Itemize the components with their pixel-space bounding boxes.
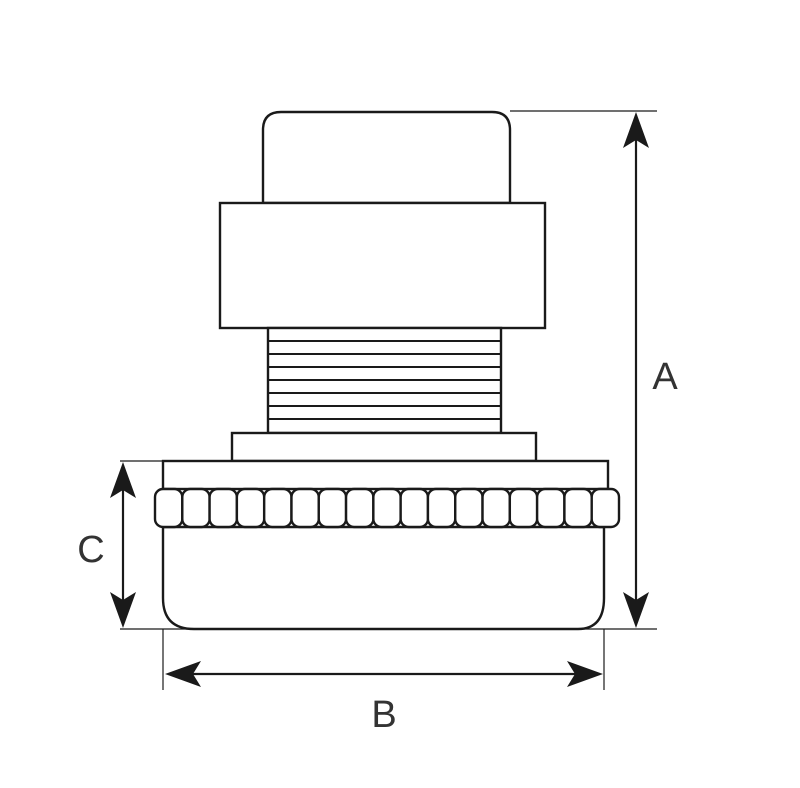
arrow-up-icon — [110, 462, 136, 498]
knurl-segment — [290, 487, 320, 529]
top-cap — [261, 110, 512, 205]
arrow-up-icon — [623, 112, 649, 148]
dimension-a: A — [623, 112, 678, 628]
dimension-a-label: A — [652, 356, 678, 398]
knurl-segment — [344, 487, 375, 529]
knurl-segment — [399, 487, 430, 529]
knurled-band — [153, 487, 621, 529]
knurl-segment — [153, 487, 184, 529]
knurl-segment — [372, 487, 402, 529]
hex-nut-body — [218, 201, 547, 330]
knurl-segment — [208, 487, 239, 529]
knurl-segment — [563, 487, 593, 529]
base-ring — [161, 459, 610, 491]
arrow-left-icon — [165, 661, 201, 687]
arrow-down-icon — [623, 592, 649, 628]
extension-lines — [120, 110, 657, 690]
knurl-segment — [508, 487, 539, 529]
knurl-segment — [235, 487, 266, 529]
dimension-b: B — [165, 661, 603, 736]
arrow-down-icon — [110, 592, 136, 628]
collar — [230, 431, 538, 463]
threaded-shaft — [266, 326, 503, 435]
knurl-segment — [426, 487, 457, 529]
knurl-segment — [181, 487, 211, 529]
knurl-segment — [317, 487, 348, 529]
base-cup — [161, 525, 606, 631]
dimension-c-label: C — [77, 529, 104, 571]
thread-lines — [268, 340, 501, 420]
arrow-right-icon — [567, 661, 603, 687]
knurl-segment — [262, 487, 293, 529]
knurl-segment — [481, 487, 512, 529]
dimension-b-label: B — [371, 694, 396, 736]
knurl-segment — [454, 487, 484, 529]
knurl-segment — [590, 487, 621, 529]
knurl-segment — [535, 487, 566, 529]
dimension-c: C — [77, 462, 136, 628]
